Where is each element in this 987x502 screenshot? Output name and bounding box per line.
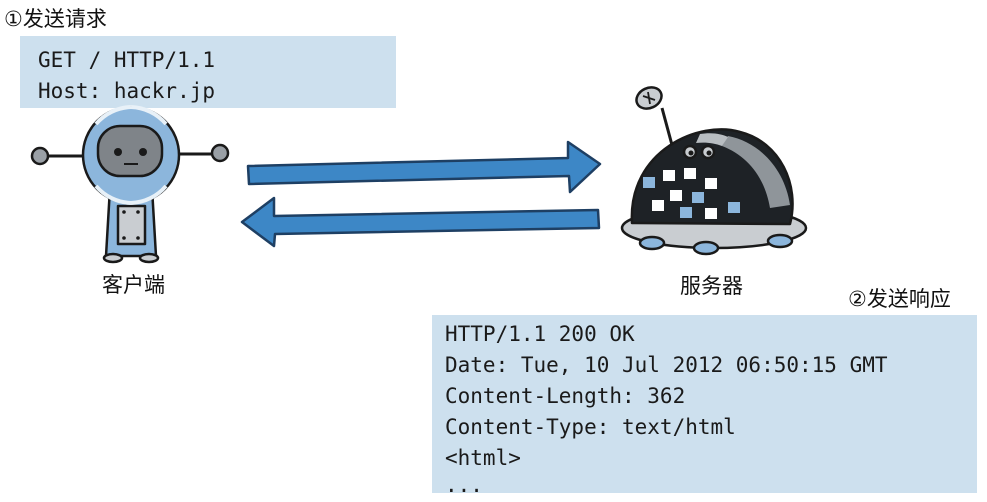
request-line: GET / HTTP/1.1	[38, 48, 216, 72]
server-label: 服务器	[680, 274, 743, 298]
request-message-box: GET / HTTP/1.1 Host: hackr.jp	[20, 36, 396, 108]
response-line: <html>	[445, 446, 521, 470]
response-line: HTTP/1.1 200 OK	[445, 322, 635, 346]
response-line: ...	[445, 473, 483, 497]
response-line: Content-Length: 362	[445, 384, 686, 408]
client-robot-icon	[30, 105, 230, 264]
response-line: Content-Type: text/html	[445, 415, 736, 439]
server-robot-icon	[620, 86, 808, 256]
request-line: Host: hackr.jp	[38, 79, 216, 103]
response-arrow	[240, 196, 601, 248]
response-line: Date: Tue, 10 Jul 2012 06:50:15 GMT	[445, 353, 888, 377]
response-message-box: HTTP/1.1 200 OK Date: Tue, 10 Jul 2012 0…	[432, 315, 977, 497]
response-step-label: ②发送响应	[848, 287, 951, 311]
client-label: 客户端	[102, 273, 165, 297]
request-arrow	[246, 140, 602, 194]
request-step-label: ①发送请求	[4, 7, 107, 31]
